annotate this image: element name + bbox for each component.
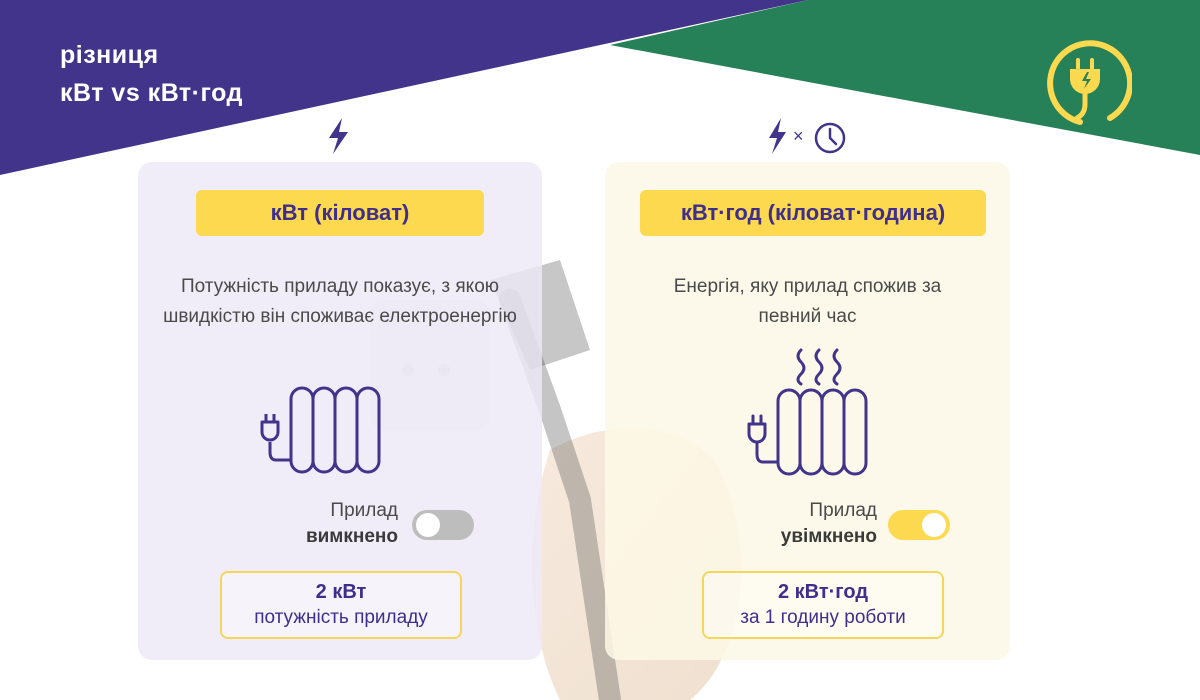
toggle-knob [922,513,946,537]
kwh-card: кВт·год (кіловат·година) Енергія, яку пр… [605,162,1010,660]
kw-value-box: 2 кВт потужність приладу [220,571,462,639]
kw-state: Прилад вимкнено [248,498,398,550]
hot-radiator-icon [747,348,868,476]
kwh-value-box: 2 кВт·год за 1 годину роботи [702,571,944,639]
kw-state-label: Прилад [330,500,398,521]
plug-in-circle-icon [1047,40,1132,125]
radiator-icon [260,386,381,474]
kwh-state: Прилад увімкнено [725,498,877,550]
page-title: різниця кВт vs кВт·год [60,36,243,112]
kwh-power-toggle[interactable] [888,510,950,540]
times-sign: × [793,126,804,146]
kwh-state-label: Прилад [809,500,877,521]
kwh-state-value: увімкнено [780,526,877,547]
toggle-knob [416,513,440,537]
page-title-line-2: кВт vs кВт·год [60,79,243,107]
kw-card: кВт (кіловат) Потужність приладу показує… [138,162,542,660]
kwh-value: 2 кВт·год [777,581,869,603]
lightning-icon [329,118,348,154]
kw-state-value: вимкнено [305,526,398,547]
kw-value: 2 кВт [315,581,367,603]
kw-heading: кВт (кіловат) [196,190,484,236]
page-title-line-1: різниця [60,41,159,69]
kw-power-toggle[interactable] [412,510,474,540]
lightning-times-clock-icon: × [766,116,850,156]
kw-description: Потужність приладу показує, з якою швидк… [163,276,517,327]
kw-value-caption: потужність приладу [254,607,428,628]
kwh-description: Енергія, яку прилад спожив за певний час [673,276,942,327]
kwh-value-caption: за 1 годину роботи [740,607,906,628]
kwh-heading: кВт·год (кіловат·година) [640,190,986,236]
